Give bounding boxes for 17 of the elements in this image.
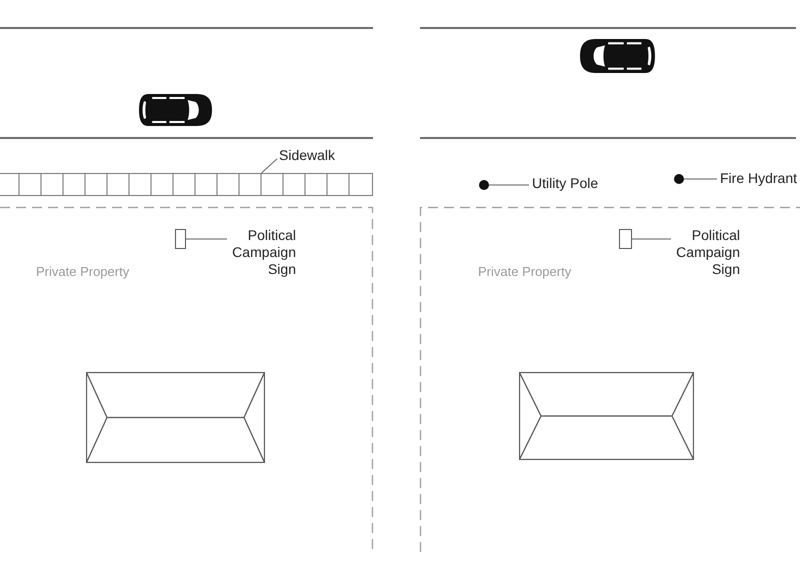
leader-line [488, 184, 530, 186]
callout-label: Political Campaign Sign [674, 227, 740, 278]
sign-marker [619, 229, 632, 249]
sidewalk-strip [0, 173, 373, 196]
callout-label: Political Campaign Sign [230, 227, 296, 278]
leader-line [261, 158, 278, 174]
area-label: Private Property [36, 264, 130, 280]
leader-line [684, 178, 718, 180]
leader-line [186, 238, 228, 240]
sign-marker [175, 229, 186, 249]
callout-label: Sidewalk [279, 147, 336, 164]
property-boundary [0, 207, 373, 552]
property-boundary [420, 207, 800, 552]
callout-label: Fire Hydrant [720, 170, 798, 187]
leader-line [632, 238, 672, 240]
callout-label: Utility Pole [532, 175, 598, 192]
area-label: Private Property [478, 264, 572, 280]
